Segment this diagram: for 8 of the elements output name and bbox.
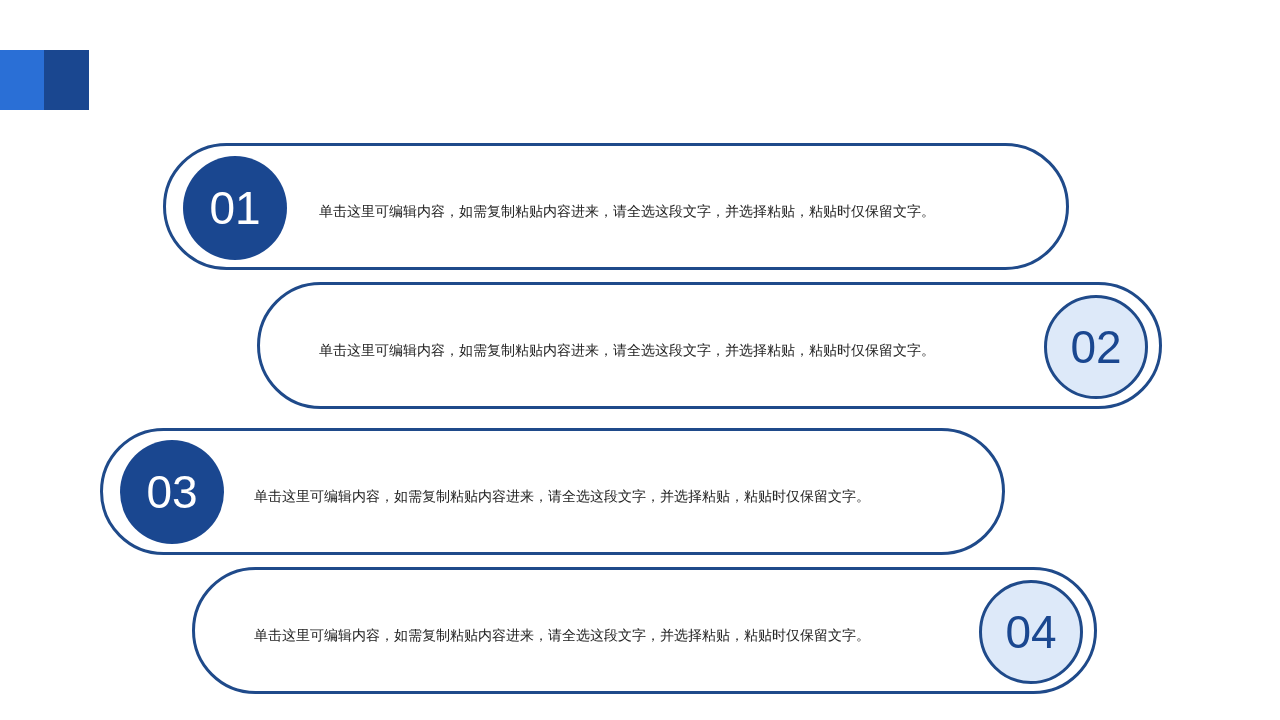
number-circle: 01 bbox=[183, 156, 287, 260]
description-text: 单击这里可编辑内容，如需复制粘贴内容进来，请全选这段文字，并选择粘贴，粘贴时仅保留文字。 bbox=[254, 626, 871, 645]
description-text: 单击这里可编辑内容，如需复制粘贴内容进来，请全选这段文字，并选择粘贴，粘贴时仅保留文字。 bbox=[319, 202, 936, 221]
number-circle: 04 bbox=[979, 580, 1083, 684]
number-circle: 02 bbox=[1044, 295, 1148, 399]
description-text: 单击这里可编辑内容，如需复制粘贴内容进来，请全选这段文字，并选择粘贴，粘贴时仅保留文字。 bbox=[254, 487, 871, 506]
number-circle: 03 bbox=[120, 440, 224, 544]
description-text: 单击这里可编辑内容，如需复制粘贴内容进来，请全选这段文字，并选择粘贴，粘贴时仅保留文字。 bbox=[319, 341, 936, 360]
